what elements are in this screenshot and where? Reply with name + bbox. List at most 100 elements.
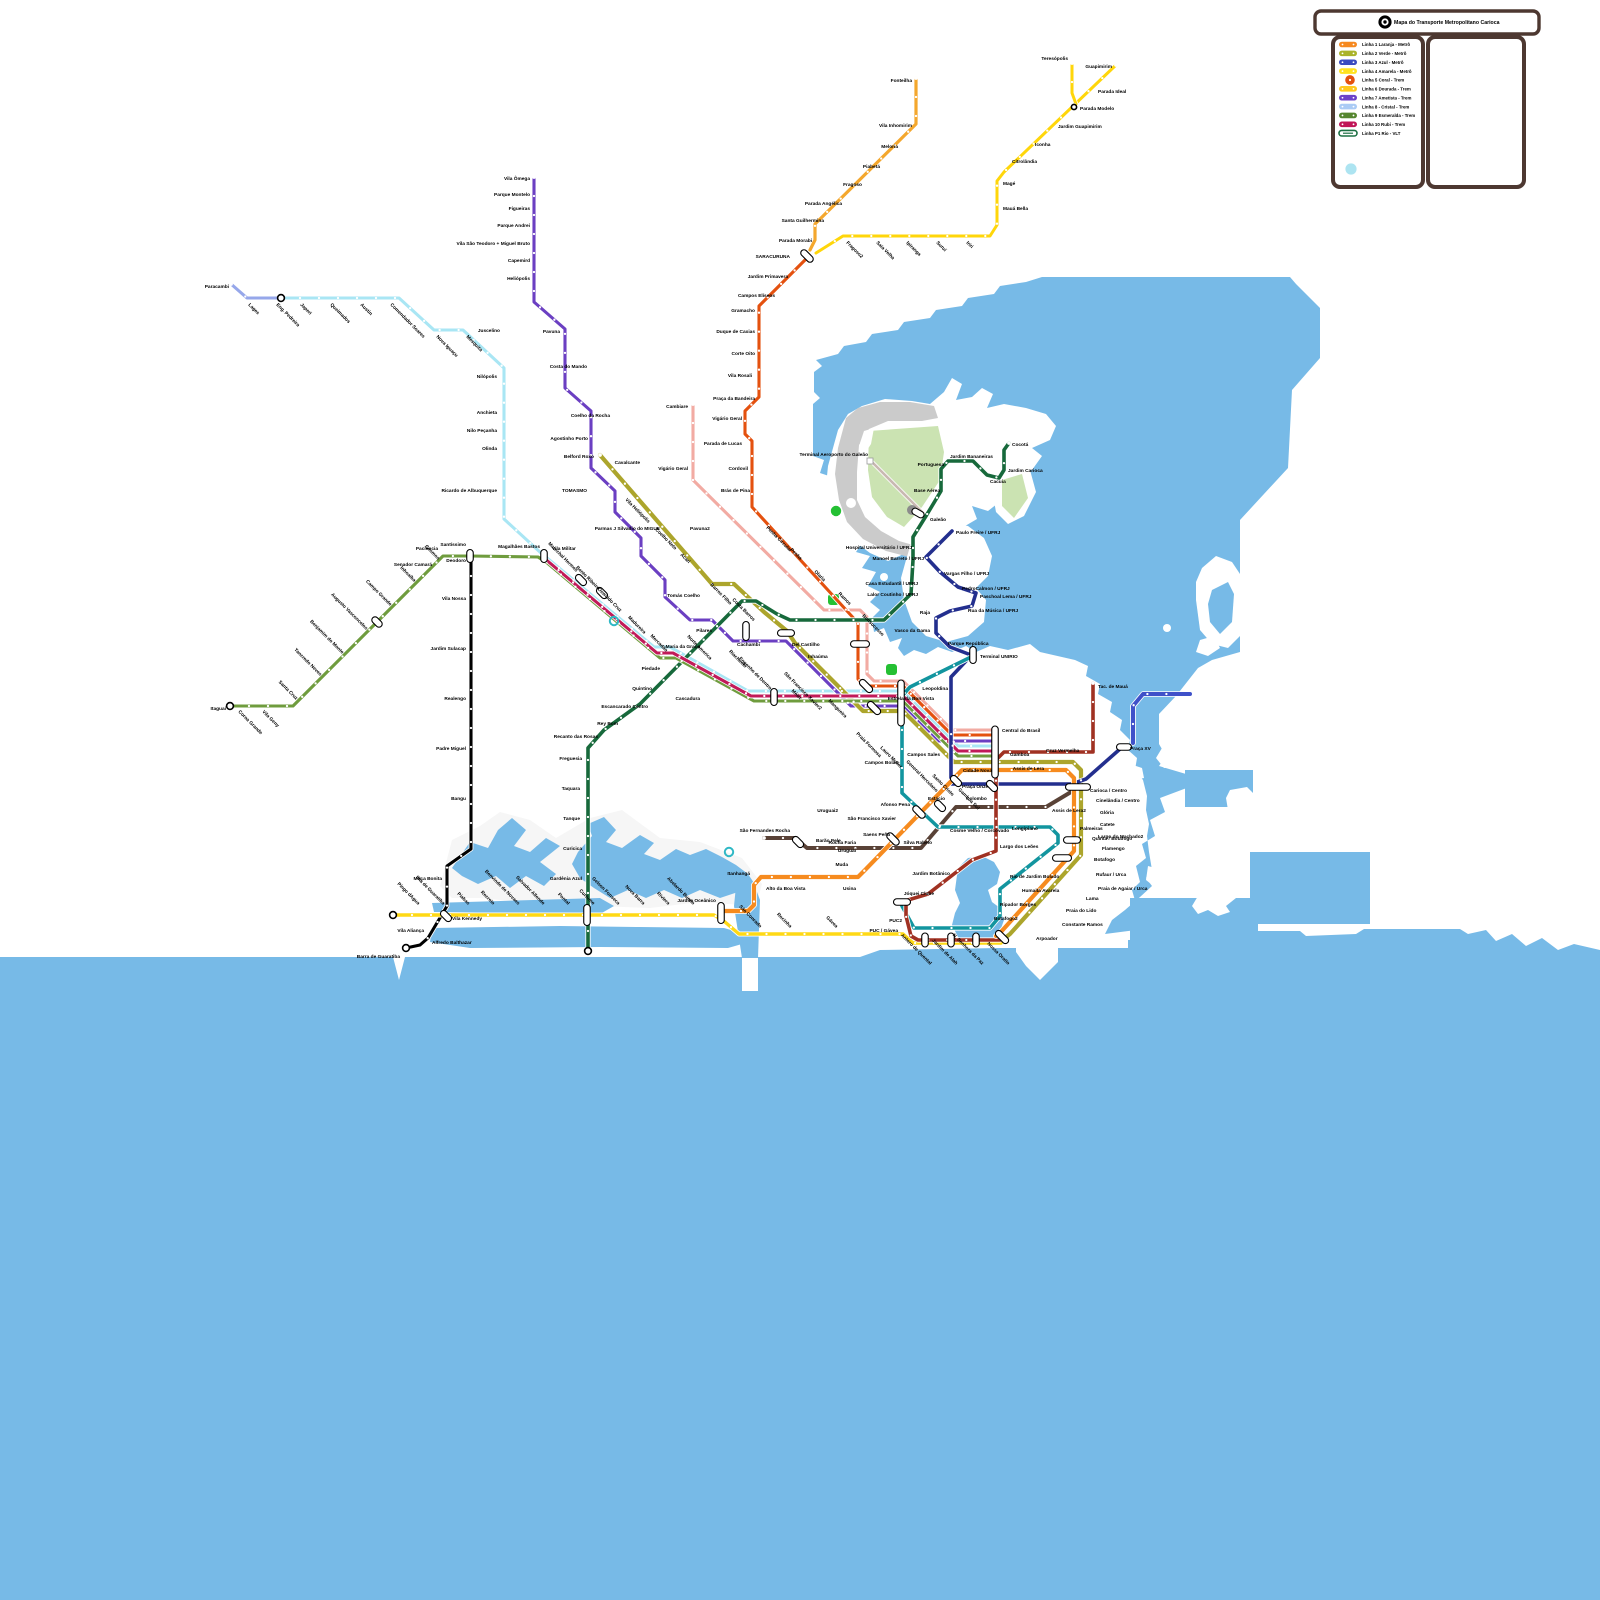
svg-text:Nilópolis: Nilópolis [477,374,498,380]
svg-text:Linha 10 Rubi - Trem: Linha 10 Rubi - Trem [1362,122,1405,127]
svg-text:Estácio: Estácio [928,796,945,802]
svg-text:Figueiras: Figueiras [509,206,531,212]
svg-text:Cascadura: Cascadura [675,696,700,702]
svg-text:Humaitá Avarela: Humaitá Avarela [1022,888,1060,894]
svg-text:PedroCalmon / UFRJ: PedroCalmon / UFRJ [962,586,1010,592]
svg-text:Cambiare: Cambiare [666,404,688,410]
svg-text:Recanto das Rosas: Recanto das Rosas [554,734,599,740]
svg-text:Tomás Coelho: Tomás Coelho [667,593,700,599]
svg-text:Vila São Teodoro + Miguel Brut: Vila São Teodoro + Miguel Bruto [456,241,530,247]
svg-text:Jardim Oceânico: Jardim Oceânico [677,898,716,904]
svg-text:Parada de Lucas: Parada de Lucas [704,441,742,447]
svg-text:Carioca / Centro: Carioca / Centro [1090,788,1127,794]
svg-text:Parque República: Parque República [948,641,989,647]
svg-text:PUC2: PUC2 [889,918,902,924]
svg-text:Usina: Usina [843,886,856,892]
svg-text:Jardim Primavera: Jardim Primavera [748,274,789,280]
svg-text:Cavalcante: Cavalcante [615,460,641,466]
svg-text:TOMASMO: TOMASMO [562,488,587,494]
svg-text:Vargas Filho / UFRJ: Vargas Filho / UFRJ [944,571,989,577]
svg-text:Saens Peña: Saens Peña [863,832,890,838]
svg-text:Quinta / Botafogo: Quinta / Botafogo [1092,836,1132,842]
svg-text:Muda: Muda [835,862,848,868]
svg-text:Duque de Caxias: Duque de Caxias [716,329,755,335]
svg-text:Meloria: Meloria [881,144,898,150]
svg-text:Vila Ômega: Vila Ômega [504,174,530,182]
svg-text:Gramacho: Gramacho [731,308,755,314]
svg-text:PUC / Gávea: PUC / Gávea [869,928,898,934]
svg-text:Glória: Glória [1100,810,1114,816]
svg-text:Pilares: Pilares [696,628,712,634]
svg-text:Paschoal Lema / UFRJ: Paschoal Lema / UFRJ [980,594,1032,600]
svg-text:Citrolândia: Citrolândia [1012,159,1037,165]
svg-text:Uruguai2: Uruguai2 [817,808,838,814]
svg-text:Padre Miguel: Padre Miguel [436,746,466,752]
svg-text:Paracambi: Paracambi [205,284,229,290]
svg-text:Alto da Boa Vista: Alto da Boa Vista [766,886,806,892]
svg-text:SARACURUNA: SARACURUNA [756,254,791,260]
svg-text:Vigário Geral: Vigário Geral [658,466,688,472]
svg-text:Taquara: Taquara [562,786,581,792]
svg-text:Itaguaí: Itaguaí [211,706,227,712]
svg-text:Vila Inhomirim: Vila Inhomirim [879,123,912,129]
svg-text:Cordovil: Cordovil [729,466,748,472]
svg-text:Rocha Faria: Rocha Faria [829,840,857,846]
svg-text:Assis de Lera2: Assis de Lera2 [1052,808,1086,814]
svg-text:Uruguai: Uruguai [838,848,856,854]
svg-text:Pavuna: Pavuna [543,329,560,335]
svg-text:Fragoso: Fragoso [843,182,862,188]
svg-text:Hospital Universitário / UFRJ: Hospital Universitário / UFRJ [846,545,912,551]
svg-text:Piedade: Piedade [642,666,661,672]
svg-text:Olinda: Olinda [482,446,497,452]
svg-text:Galeão: Galeão [930,517,946,523]
svg-text:Praça Onze: Praça Onze [962,784,988,790]
svg-text:Vila Rosali: Vila Rosali [728,373,752,379]
svg-text:Rio de Jardim Bolado: Rio de Jardim Bolado [1010,874,1059,880]
svg-text:Agostinho Porto: Agostinho Porto [550,436,588,442]
svg-text:São Fernandes Rocha: São Fernandes Rocha [740,828,791,834]
svg-text:Lalor Coutinho / UFRJ: Lalor Coutinho / UFRJ [867,592,918,598]
svg-text:Linha 5 Coral - Trem: Linha 5 Coral - Trem [1362,78,1404,83]
svg-text:Jardim Guapimirim: Jardim Guapimirim [1058,124,1102,130]
svg-text:Parque Andrei: Parque Andrei [497,223,530,229]
svg-text:Botafogo2: Botafogo2 [994,916,1018,922]
svg-text:Realengo: Realengo [444,696,466,702]
svg-text:Campos Elíseos: Campos Elíseos [738,293,775,299]
svg-text:Teresópolis: Teresópolis [1041,56,1068,62]
svg-text:Mauá Bella: Mauá Bella [1003,206,1028,212]
svg-text:Jóquei Clube: Jóquei Clube [904,891,934,897]
svg-text:Paciência: Paciência [416,546,438,552]
svg-text:Parada Morabi: Parada Morabi [779,238,812,244]
svg-text:Lama: Lama [1086,896,1099,902]
svg-text:Portuguesa: Portuguesa [918,462,945,468]
svg-text:Ripador Borges: Ripador Borges [1000,902,1036,908]
svg-text:Linha P1 Rio - VLT: Linha P1 Rio - VLT [1362,131,1401,136]
svg-text:Curicica: Curicica [563,846,582,852]
svg-text:Jardim Carioca: Jardim Carioca [1008,468,1043,474]
svg-text:Linha 8 - Cristal - Trem: Linha 8 - Cristal - Trem [1362,104,1409,109]
svg-text:Tac. de Mauá: Tac. de Mauá [1098,684,1128,690]
svg-text:Piabetá: Piabetá [863,164,880,170]
svg-text:Raja: Raja [920,610,930,616]
svg-text:Assis de Lera: Assis de Lera [1013,766,1045,772]
svg-text:Fonteilha: Fonteilha [891,78,913,84]
svg-text:Linha 2 Verde - Metrô: Linha 2 Verde - Metrô [1362,51,1407,56]
svg-text:Vasco da Gama: Vasco da Gama [895,628,931,634]
svg-text:Vila Nossa: Vila Nossa [442,596,467,602]
svg-text:Cocotá: Cocotá [1012,442,1029,448]
svg-text:Vila Aliança: Vila Aliança [397,928,424,934]
svg-text:Linha 6 Dourada - Trem: Linha 6 Dourada - Trem [1362,87,1411,92]
svg-text:Anchieta: Anchieta [477,410,498,416]
svg-text:Cachambi: Cachambi [737,642,760,648]
svg-text:Mapa do Transporte Metropolita: Mapa do Transporte Metropolitano Carioca [1394,20,1500,26]
svg-text:Rua da Música / UFRJ: Rua da Música / UFRJ [968,608,1018,614]
svg-text:Jardim Sulacap: Jardim Sulacap [431,646,467,652]
svg-text:Afonso Pena: Afonso Pena [881,802,911,808]
svg-text:Campos Sales: Campos Sales [907,752,940,758]
svg-text:Itanhangá: Itanhangá [727,871,750,877]
svg-text:Manoel Barreto / UFRJ: Manoel Barreto / UFRJ [873,556,925,562]
svg-text:Corte Oito: Corte Oito [732,351,756,357]
svg-text:Base Aérea: Base Aérea [914,488,940,494]
svg-text:Guapimirim: Guapimirim [1085,64,1112,70]
svg-text:Juscelino: Juscelino [478,328,500,334]
